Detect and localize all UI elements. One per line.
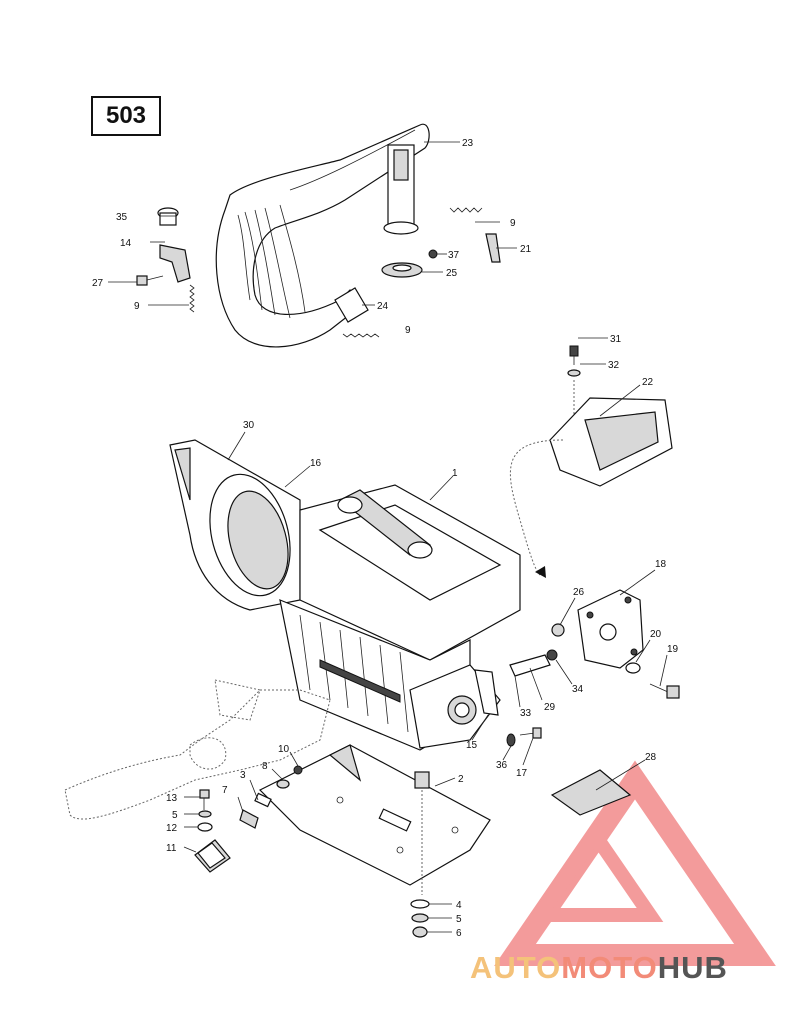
callout-29: 29 <box>544 702 556 713</box>
stud-29 <box>509 654 551 677</box>
bolt-19 <box>649 683 680 699</box>
page-number-badge: 503 <box>91 96 161 136</box>
watermark-moto: MOTO <box>561 950 658 985</box>
callout-14: 14 <box>120 238 132 249</box>
washer-5-bottom <box>411 913 429 923</box>
callout-25: 25 <box>446 268 458 279</box>
callout-22: 22 <box>642 377 654 388</box>
callout-24: 24 <box>377 301 389 312</box>
watermark-auto: AUTO <box>470 950 562 985</box>
callout-18: 18 <box>655 559 667 570</box>
callout-4: 4 <box>456 900 462 911</box>
callout-5-a: 5 <box>172 810 178 821</box>
nut-6 <box>412 926 428 938</box>
callout-17: 17 <box>516 768 528 779</box>
callout-15: 15 <box>466 740 478 751</box>
callout-34: 34 <box>572 684 584 695</box>
page-number: 503 <box>105 102 147 129</box>
engine <box>169 439 521 751</box>
callout-23: 23 <box>462 138 474 149</box>
callout-8: 8 <box>262 761 268 772</box>
callout-35: 35 <box>116 212 128 223</box>
washer-32 <box>567 369 581 377</box>
washer-36 <box>506 733 516 747</box>
bracket-22 <box>549 397 673 487</box>
support-plate-2 <box>258 744 491 886</box>
nut-34 <box>546 649 558 661</box>
bolt-13 <box>199 789 210 810</box>
callout-2: 2 <box>458 774 464 785</box>
callout-6: 6 <box>456 928 462 939</box>
callout-21: 21 <box>520 244 532 255</box>
callout-37: 37 <box>448 250 460 261</box>
callout-31: 31 <box>610 334 622 345</box>
clip-21 <box>485 233 501 263</box>
washer-20 <box>625 662 641 674</box>
mount-11 <box>194 839 231 873</box>
callout-16: 16 <box>310 458 322 469</box>
callout-7: 7 <box>222 785 228 796</box>
callout-33: 33 <box>520 708 532 719</box>
grommet-25 <box>381 262 423 278</box>
washer-5-left <box>198 810 212 818</box>
callout-11: 11 <box>166 843 177 854</box>
callout-26: 26 <box>573 587 585 598</box>
callout-labels: 23 9 35 14 37 21 27 25 24 9 9 31 32 22 3… <box>92 138 679 939</box>
watermark-triangle-logo <box>494 760 776 966</box>
watermark-hub: HUB <box>657 950 728 985</box>
bracket-14 <box>159 244 191 283</box>
spring-9-left <box>189 284 195 313</box>
watermark-wordmark: AUTOMOTOHUB <box>470 950 795 990</box>
callout-5-b: 5 <box>456 914 462 925</box>
washer-8 <box>276 779 290 789</box>
callout-3: 3 <box>240 770 246 781</box>
washer-4 <box>410 899 430 909</box>
bolt-27 <box>136 275 164 286</box>
nut-37 <box>428 249 438 259</box>
callout-28: 28 <box>645 752 657 763</box>
washer-12 <box>197 822 213 832</box>
mount-plate-18 <box>577 589 644 669</box>
callout-9-c: 9 <box>405 325 411 336</box>
nut-26 <box>551 623 565 637</box>
spacer-column <box>414 771 430 895</box>
bolt-31 <box>569 345 579 365</box>
ghost-exhaust-manifold <box>64 679 331 820</box>
knob-35 <box>157 207 179 226</box>
callout-10: 10 <box>278 744 290 755</box>
callout-27: 27 <box>92 278 104 289</box>
callout-9-b: 9 <box>134 301 140 312</box>
spring-9-bottom <box>342 333 380 338</box>
callout-32: 32 <box>608 360 620 371</box>
nut-10 <box>293 765 303 775</box>
callout-1: 1 <box>452 468 458 479</box>
exhaust-pipe <box>215 123 430 348</box>
leader-lines <box>108 141 668 933</box>
callout-30: 30 <box>243 420 255 431</box>
stud-7 <box>239 809 259 829</box>
bolt-17 <box>519 727 542 739</box>
callout-20: 20 <box>650 629 662 640</box>
callout-13: 13 <box>166 793 178 804</box>
callout-36: 36 <box>496 760 508 771</box>
callout-9-a: 9 <box>510 218 516 229</box>
callout-12: 12 <box>166 823 178 834</box>
spring-9-top <box>449 207 483 213</box>
callout-19: 19 <box>667 644 679 655</box>
